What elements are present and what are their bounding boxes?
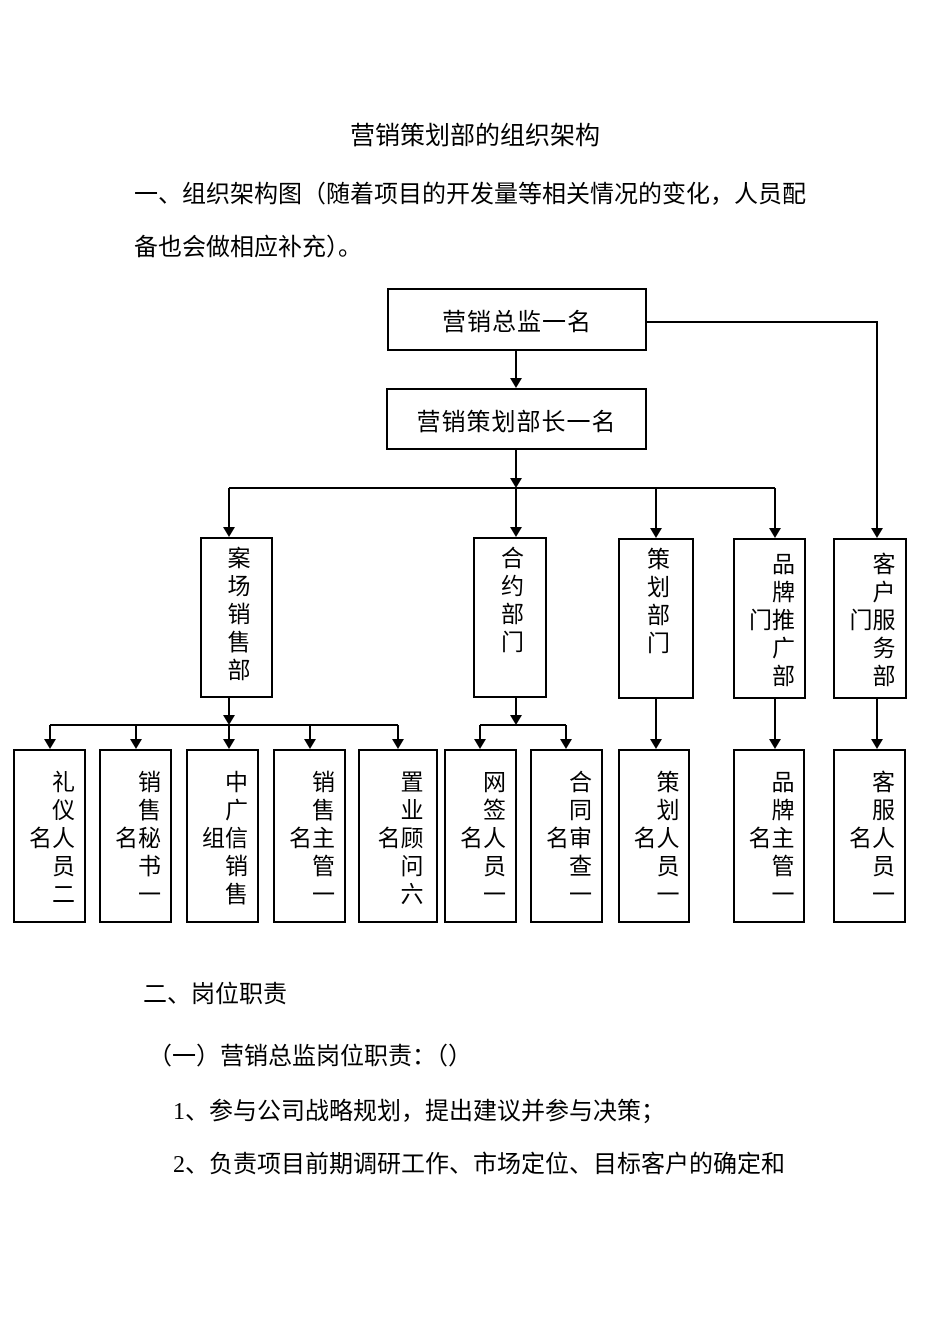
node-label: 合同审查一名: [542, 769, 591, 910]
node-staff-customer-service: 客服人员一名: [833, 749, 906, 923]
node-label: 销售主管一名: [285, 769, 334, 910]
page-title: 营销策划部的组织架构: [349, 123, 600, 150]
node-label: 营销总监一名: [442, 310, 592, 336]
node-label: 品牌推广部门: [745, 552, 794, 692]
node-staff-online-signing: 网签人员一名: [444, 749, 517, 923]
node-label: 客户服务部门: [846, 552, 894, 692]
node-label: 营销策划部长一名: [416, 409, 617, 436]
section2-subheading: （一）营销总监岗位职责：（）: [148, 1044, 472, 1070]
node-label: 中广信销售组: [198, 769, 247, 910]
node-label: 网签人员一名: [456, 769, 505, 910]
node-label: 案场销售部: [224, 546, 249, 686]
node-planning-head: 营销策划部长一名: [386, 388, 647, 450]
intro-line-2: 备也会做相应补充）。: [134, 235, 362, 261]
node-dept-brand-promotion: 品牌推广部门: [733, 538, 806, 699]
duty-item-1: 1、参与公司战略规划，提出建议并参与决策；: [173, 1099, 665, 1125]
duty-item-2: 2、负责项目前期调研工作、市场定位、目标客户的确定和: [173, 1152, 785, 1178]
node-label: 销售秘书一名: [111, 769, 160, 910]
node-staff-brand-supervisor: 品牌主管一名: [733, 749, 805, 923]
node-staff-sales-secretary: 销售秘书一名: [99, 749, 172, 923]
node-label: 策划部门: [643, 547, 669, 659]
node-staff-sales-supervisor: 销售主管一名: [273, 749, 346, 923]
node-staff-zgx-sales-team: 中广信销售组: [186, 749, 259, 923]
node-label: 策划人员一名: [630, 769, 678, 910]
section2-heading: 二、岗位职责: [143, 982, 287, 1008]
node-label: 置业顾问六名: [374, 769, 422, 910]
node-label: 礼仪人员二名: [25, 769, 74, 910]
node-dept-contract: 合约部门: [473, 537, 547, 698]
node-dept-customer-service: 客户服务部门: [833, 538, 907, 699]
node-marketing-director: 营销总监一名: [387, 288, 647, 351]
node-staff-etiquette: 礼仪人员二名: [13, 749, 86, 923]
node-label: 合约部门: [497, 546, 523, 658]
node-dept-sales-office: 案场销售部: [200, 537, 273, 698]
node-dept-planning: 策划部门: [618, 538, 694, 699]
node-staff-contract-review: 合同审查一名: [530, 749, 603, 923]
node-staff-property-consultants: 置业顾问六名: [358, 749, 438, 923]
intro-line-1: 一、组织架构图（随着项目的开发量等相关情况的变化，人员配: [134, 182, 806, 208]
node-label: 客服人员一名: [845, 769, 894, 910]
node-label: 品牌主管一名: [745, 769, 793, 910]
node-staff-planner: 策划人员一名: [618, 749, 690, 923]
